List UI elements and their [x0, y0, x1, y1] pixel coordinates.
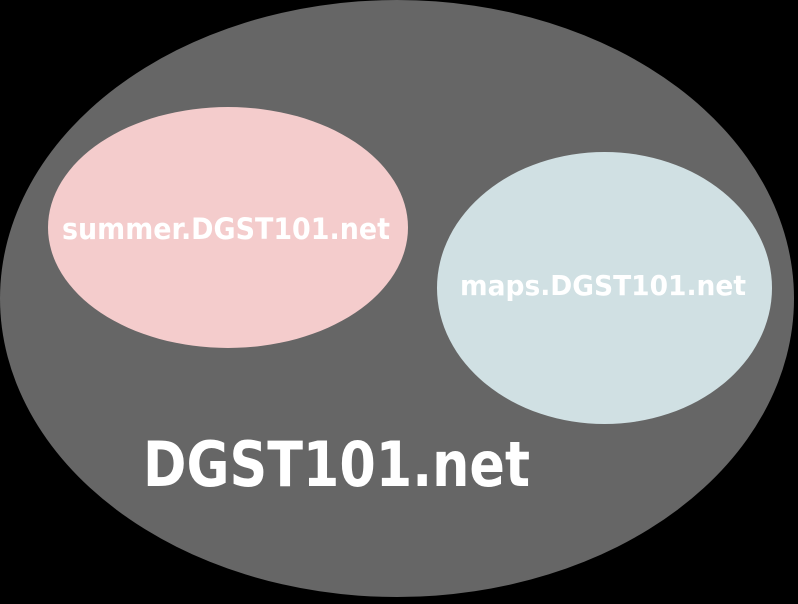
maps-subdomain-label: maps.DGST101.net — [460, 269, 746, 302]
maps-subdomain-ellipse — [437, 152, 772, 424]
outer-domain-label: DGST101.net — [143, 428, 530, 501]
summer-subdomain-ellipse — [48, 107, 408, 348]
summer-subdomain-label: summer.DGST101.net — [62, 212, 390, 246]
